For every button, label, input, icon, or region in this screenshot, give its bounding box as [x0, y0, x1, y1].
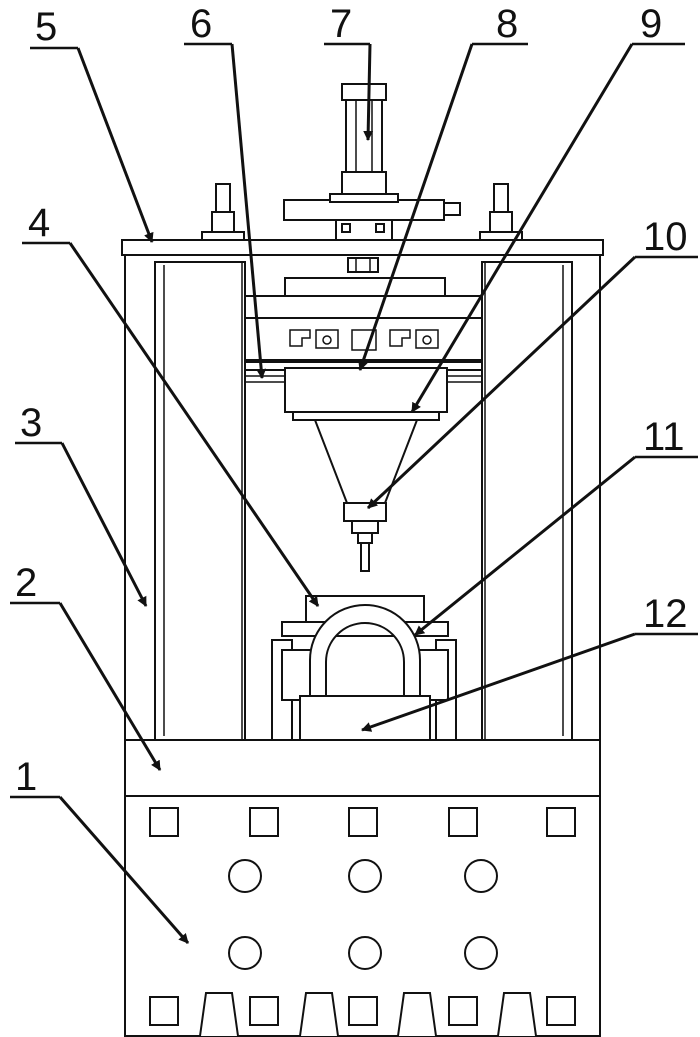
callout-4-number: 4 — [28, 201, 50, 245]
callout-5: 5 — [30, 5, 154, 243]
callout-6-number: 6 — [190, 2, 212, 46]
callout-7: 7 — [324, 2, 374, 141]
callout-12-number: 12 — [643, 592, 688, 636]
callout-2: 2 — [10, 561, 162, 771]
callout-8: 8 — [358, 2, 528, 371]
base-cabinet — [124, 795, 601, 1037]
callout-10: 10 — [366, 215, 698, 510]
callout-8-number: 8 — [496, 2, 518, 46]
callouts: 1 2 3 4 5 6 7 — [10, 2, 698, 944]
callout-12: 12 — [361, 592, 698, 732]
callout-2-number: 2 — [15, 561, 37, 605]
callout-11-number: 11 — [643, 415, 685, 459]
callout-1-number: 1 — [15, 755, 37, 799]
callout-1: 1 — [10, 755, 190, 944]
callout-9: 9 — [410, 2, 685, 413]
fixture — [271, 595, 457, 741]
callout-11: 11 — [414, 415, 698, 637]
callout-3-number: 3 — [20, 401, 42, 445]
callout-4: 4 — [22, 201, 320, 607]
top-plate — [121, 183, 604, 256]
callout-6: 6 — [184, 2, 267, 379]
callout-9-number: 9 — [640, 2, 662, 46]
callout-5-number: 5 — [35, 5, 57, 49]
callout-7-number: 7 — [330, 2, 352, 46]
callout-10-number: 10 — [643, 215, 688, 259]
work-table — [124, 739, 601, 797]
callout-3: 3 — [15, 401, 148, 607]
cylinder — [283, 83, 461, 273]
